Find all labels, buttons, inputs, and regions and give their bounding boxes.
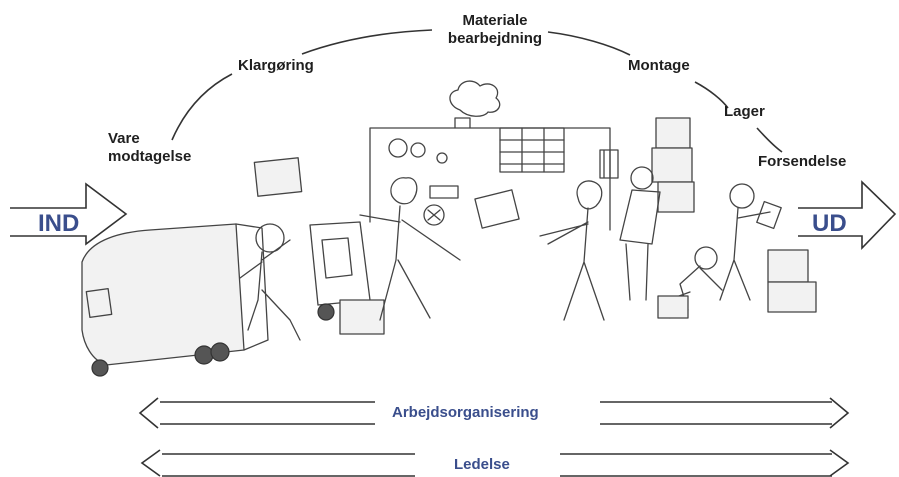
stage-forsendelse: Forsendelse xyxy=(758,153,846,171)
stage-klargoring-label: Klargøring xyxy=(238,57,314,74)
flow-out-label: UD xyxy=(812,210,847,237)
stage-forsendelse-label: Forsendelse xyxy=(758,153,847,170)
arbejdsorganisering-arrow xyxy=(138,397,850,429)
stacked-boxes xyxy=(651,117,817,313)
stage-lager-label: Lager xyxy=(724,103,765,120)
ind-arrow xyxy=(10,182,128,246)
stage-klargoring: Klargøring xyxy=(238,57,314,75)
stage-lager: Lager xyxy=(724,103,765,121)
worker-standing xyxy=(619,166,661,301)
truck xyxy=(81,223,269,377)
forklift xyxy=(309,221,385,335)
ledelse-arrow xyxy=(140,449,850,477)
flow-in-label: IND xyxy=(38,210,80,237)
ledelse-label: Ledelse xyxy=(448,456,516,473)
stage-materiale-bearbejdning: Materiale bearbejdning xyxy=(440,12,550,48)
flying-box xyxy=(474,189,520,229)
worker-pointing xyxy=(359,177,461,321)
stage-materiale-label: Materiale bearbejdning xyxy=(447,12,543,47)
arbejdsorganisering-label: Arbejdsorganisering xyxy=(386,404,545,421)
worker-bending xyxy=(657,246,723,319)
worker-catching xyxy=(539,180,605,321)
factory-building xyxy=(369,80,619,231)
worker-carrying-box xyxy=(239,157,303,341)
stage-montage-label: Montage xyxy=(628,57,690,74)
ud-arrow xyxy=(798,180,897,250)
worker-with-clipboard xyxy=(719,183,782,301)
stage-arc xyxy=(171,29,783,153)
stage-vare-modtagelse: Vare modtagelse xyxy=(108,130,191,166)
stage-montage: Montage xyxy=(628,57,690,75)
stage-vare-label-line1: Vare modtagelse xyxy=(108,130,192,165)
